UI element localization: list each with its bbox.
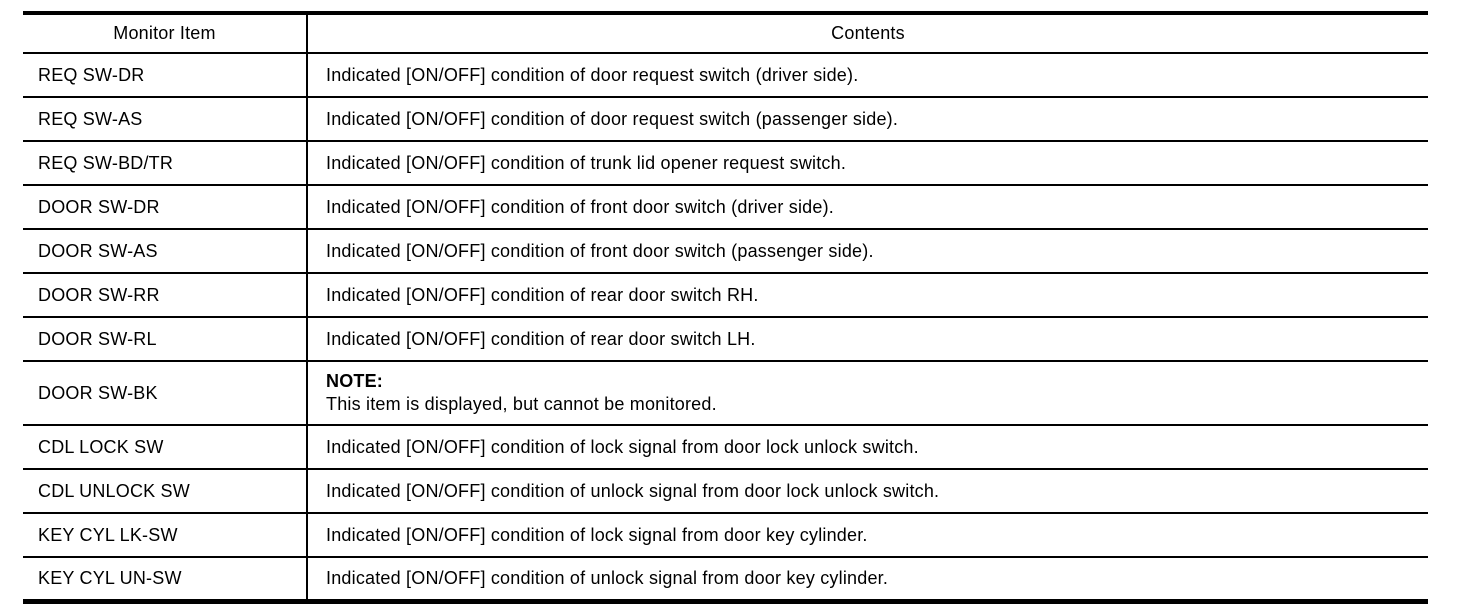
monitor-item-cell: REQ SW-DR <box>23 53 308 98</box>
table-row: REQ SW-AS Indicated [ON/OFF] condition o… <box>23 97 1428 142</box>
table-row-note: DOOR SW-BK NOTE: This item is displayed,… <box>23 361 1428 426</box>
monitor-item-cell: DOOR SW-AS <box>23 229 308 274</box>
contents-cell-note: NOTE: This item is displayed, but cannot… <box>307 361 1428 426</box>
column-header-monitor-item: Monitor Item <box>23 13 308 54</box>
monitor-item-cell: KEY CYL LK-SW <box>23 513 308 558</box>
table-row: CDL UNLOCK SW Indicated [ON/OFF] conditi… <box>23 469 1428 514</box>
table-row: REQ SW-BD/TR Indicated [ON/OFF] conditio… <box>23 141 1428 186</box>
note-text: This item is displayed, but cannot be mo… <box>326 394 717 414</box>
contents-cell: Indicated [ON/OFF] condition of rear doo… <box>307 273 1428 318</box>
note-label: NOTE: <box>326 371 383 391</box>
monitor-item-cell: CDL UNLOCK SW <box>23 469 308 514</box>
table-row: DOOR SW-RL Indicated [ON/OFF] condition … <box>23 317 1428 362</box>
contents-cell: Indicated [ON/OFF] condition of front do… <box>307 185 1428 230</box>
monitor-item-table: Monitor Item Contents REQ SW-DR Indicate… <box>23 11 1428 604</box>
header-row: Monitor Item Contents <box>23 13 1428 54</box>
table-row: REQ SW-DR Indicated [ON/OFF] condition o… <box>23 53 1428 98</box>
monitor-item-cell: DOOR SW-RR <box>23 273 308 318</box>
column-header-contents: Contents <box>307 13 1428 54</box>
table-row: DOOR SW-RR Indicated [ON/OFF] condition … <box>23 273 1428 318</box>
contents-cell: Indicated [ON/OFF] condition of rear doo… <box>307 317 1428 362</box>
table-row: KEY CYL LK-SW Indicated [ON/OFF] conditi… <box>23 513 1428 558</box>
contents-cell: Indicated [ON/OFF] condition of door req… <box>307 53 1428 98</box>
monitor-item-cell: CDL LOCK SW <box>23 425 308 470</box>
contents-cell: Indicated [ON/OFF] condition of trunk li… <box>307 141 1428 186</box>
table-row: CDL LOCK SW Indicated [ON/OFF] condition… <box>23 425 1428 470</box>
table-row: DOOR SW-AS Indicated [ON/OFF] condition … <box>23 229 1428 274</box>
monitor-item-cell: DOOR SW-BK <box>23 361 308 426</box>
table-row: DOOR SW-DR Indicated [ON/OFF] condition … <box>23 185 1428 230</box>
monitor-item-cell: REQ SW-AS <box>23 97 308 142</box>
contents-cell: Indicated [ON/OFF] condition of unlock s… <box>307 469 1428 514</box>
monitor-item-cell: DOOR SW-RL <box>23 317 308 362</box>
contents-cell: Indicated [ON/OFF] condition of front do… <box>307 229 1428 274</box>
contents-cell: Indicated [ON/OFF] condition of lock sig… <box>307 425 1428 470</box>
monitor-item-cell: DOOR SW-DR <box>23 185 308 230</box>
contents-cell: Indicated [ON/OFF] condition of lock sig… <box>307 513 1428 558</box>
contents-cell: Indicated [ON/OFF] condition of door req… <box>307 97 1428 142</box>
monitor-item-cell: KEY CYL UN-SW <box>23 557 308 602</box>
table-row: KEY CYL UN-SW Indicated [ON/OFF] conditi… <box>23 557 1428 602</box>
contents-cell: Indicated [ON/OFF] condition of unlock s… <box>307 557 1428 602</box>
monitor-item-cell: REQ SW-BD/TR <box>23 141 308 186</box>
